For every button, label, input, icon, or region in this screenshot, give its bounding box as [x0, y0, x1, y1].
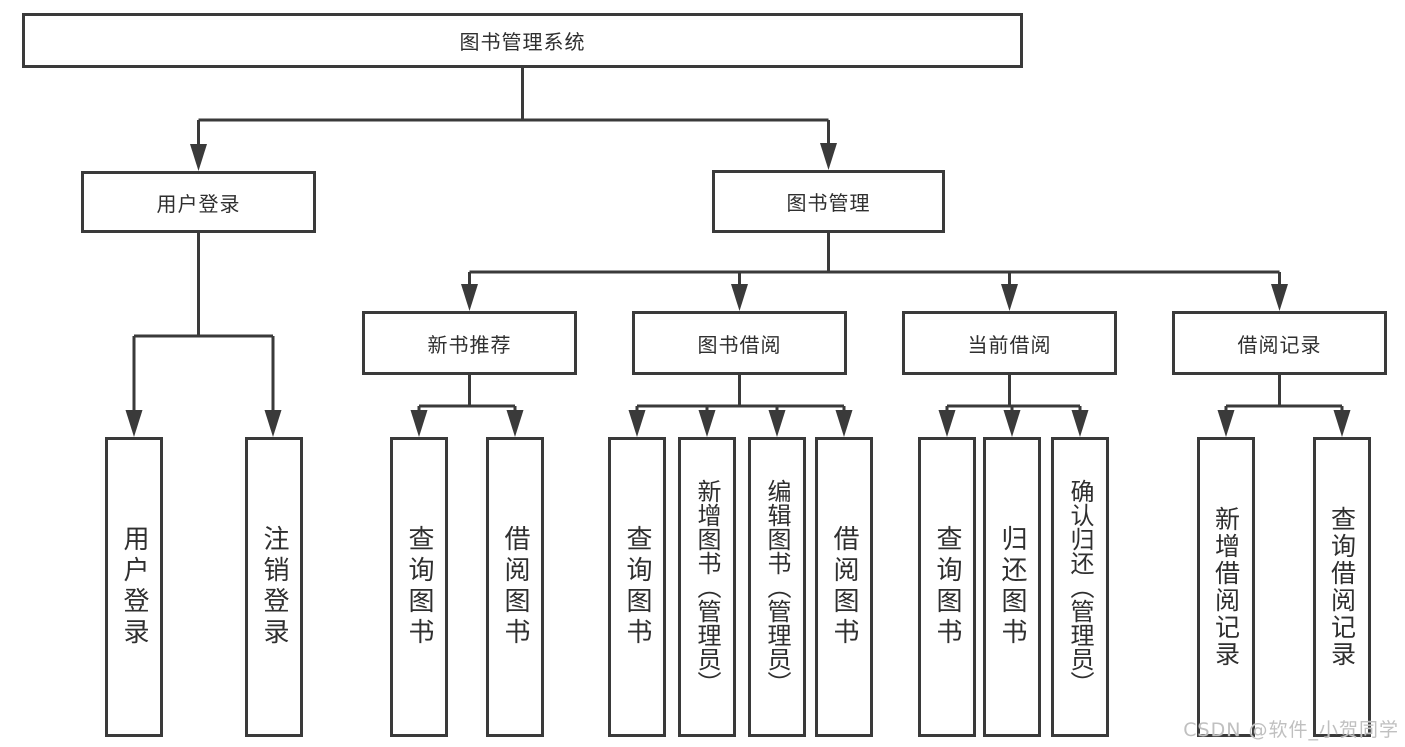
- leaf-label: 查询图书: [622, 525, 652, 649]
- node-label: 借阅记录: [1237, 332, 1322, 357]
- leaf-label: 查询图书: [404, 525, 434, 649]
- node-label: 图书借阅: [697, 332, 782, 357]
- leaf-query-books-recommend: 查询图书: [390, 437, 448, 737]
- node-label: 图书管理: [786, 191, 871, 215]
- leaf-logout: 注销登录: [245, 437, 303, 737]
- leaf-label: 借阅图书: [500, 525, 530, 649]
- node-book-management: 图书管理: [712, 170, 945, 233]
- leaf-label: 查询借阅记录: [1327, 506, 1357, 668]
- leaf-edit-book-admin: 编辑图书（管理员）: [748, 437, 806, 737]
- leaf-borrow-books-recommend: 借阅图书: [486, 437, 544, 737]
- leaf-label: 新增图书（管理员）: [693, 479, 721, 695]
- arrowheads: [125, 143, 1351, 437]
- leaf-label: 借阅图书: [829, 525, 859, 649]
- leaf-user-login: 用户登录: [105, 437, 163, 737]
- node-current-borrowing: 当前借阅: [902, 311, 1117, 375]
- leaf-label: 新增借阅记录: [1211, 506, 1241, 668]
- leaf-query-borrow-record: 查询借阅记录: [1313, 437, 1371, 737]
- node-user-login: 用户登录: [81, 171, 316, 233]
- leaf-add-book-admin: 新增图书（管理员）: [678, 437, 736, 737]
- node-label: 用户登录: [156, 191, 241, 216]
- node-label: 当前借阅: [967, 332, 1052, 357]
- node-new-book-recommendation: 新书推荐: [362, 311, 577, 375]
- leaf-query-books-current: 查询图书: [918, 437, 976, 737]
- node-label: 图书管理系统: [459, 30, 586, 54]
- leaf-label: 注销登录: [259, 525, 289, 649]
- node-label: 新书推荐: [427, 332, 512, 357]
- leaf-add-borrow-record: 新增借阅记录: [1197, 437, 1255, 737]
- leaf-label: 确认归还（管理员）: [1066, 479, 1094, 695]
- leaf-label: 用户登录: [119, 525, 149, 649]
- leaf-return-books: 归还图书: [983, 437, 1041, 737]
- leaf-label: 编辑图书（管理员）: [763, 479, 791, 695]
- leaf-borrow-books-borrowing: 借阅图书: [815, 437, 873, 737]
- csdn-watermark: CSDN @软件_小贺同学: [1183, 719, 1399, 741]
- leaf-label: 归还图书: [997, 525, 1027, 649]
- node-book-management-system: 图书管理系统: [22, 13, 1023, 68]
- leaf-query-books-borrowing: 查询图书: [608, 437, 666, 737]
- node-book-borrowing: 图书借阅: [632, 311, 847, 375]
- leaf-label: 查询图书: [932, 525, 962, 649]
- leaf-confirm-return-admin: 确认归还（管理员）: [1051, 437, 1109, 737]
- node-borrowing-records: 借阅记录: [1172, 311, 1387, 375]
